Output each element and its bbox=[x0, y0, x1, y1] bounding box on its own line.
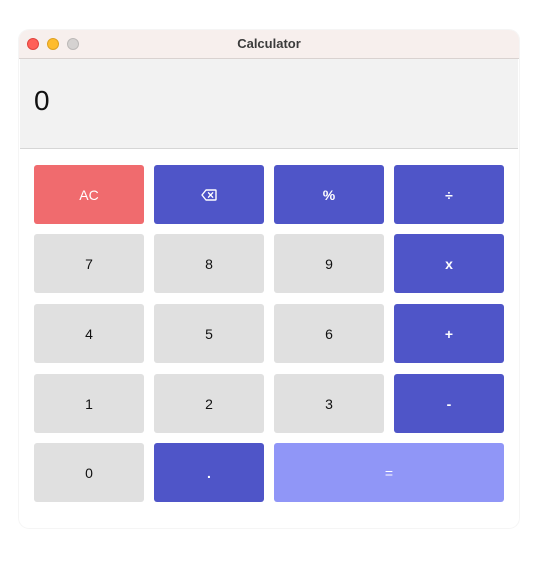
zoom-window-button[interactable] bbox=[67, 38, 79, 50]
digit-8-button[interactable]: 8 bbox=[154, 234, 264, 293]
digit-1-button[interactable]: 1 bbox=[34, 374, 144, 433]
decimal-button[interactable]: . bbox=[154, 443, 264, 502]
digit-4-button[interactable]: 4 bbox=[34, 304, 144, 363]
divide-button[interactable]: ÷ bbox=[394, 165, 504, 224]
window-title: Calculator bbox=[237, 36, 301, 51]
digit-9-button[interactable]: 9 bbox=[274, 234, 384, 293]
calculator-display: 0 bbox=[20, 59, 518, 149]
plus-button[interactable]: + bbox=[394, 304, 504, 363]
percent-button[interactable]: % bbox=[274, 165, 384, 224]
title-bar: Calculator bbox=[19, 30, 519, 59]
calculator-window: Calculator 0 AC % ÷ 7 8 9 x 4 5 6 + 1 2 … bbox=[19, 30, 519, 528]
clear-button[interactable]: AC bbox=[34, 165, 144, 224]
digit-3-button[interactable]: 3 bbox=[274, 374, 384, 433]
backspace-button[interactable] bbox=[154, 165, 264, 224]
digit-5-button[interactable]: 5 bbox=[154, 304, 264, 363]
minimize-window-button[interactable] bbox=[47, 38, 59, 50]
keypad: AC % ÷ 7 8 9 x 4 5 6 + 1 2 3 - 0 . = bbox=[34, 165, 504, 503]
equals-button[interactable]: = bbox=[274, 443, 504, 502]
multiply-button[interactable]: x bbox=[394, 234, 504, 293]
digit-0-button[interactable]: 0 bbox=[34, 443, 144, 502]
digit-6-button[interactable]: 6 bbox=[274, 304, 384, 363]
minus-button[interactable]: - bbox=[394, 374, 504, 433]
backspace-icon bbox=[201, 188, 217, 201]
close-window-button[interactable] bbox=[27, 38, 39, 50]
digit-7-button[interactable]: 7 bbox=[34, 234, 144, 293]
display-value: 0 bbox=[34, 85, 50, 116]
digit-2-button[interactable]: 2 bbox=[154, 374, 264, 433]
